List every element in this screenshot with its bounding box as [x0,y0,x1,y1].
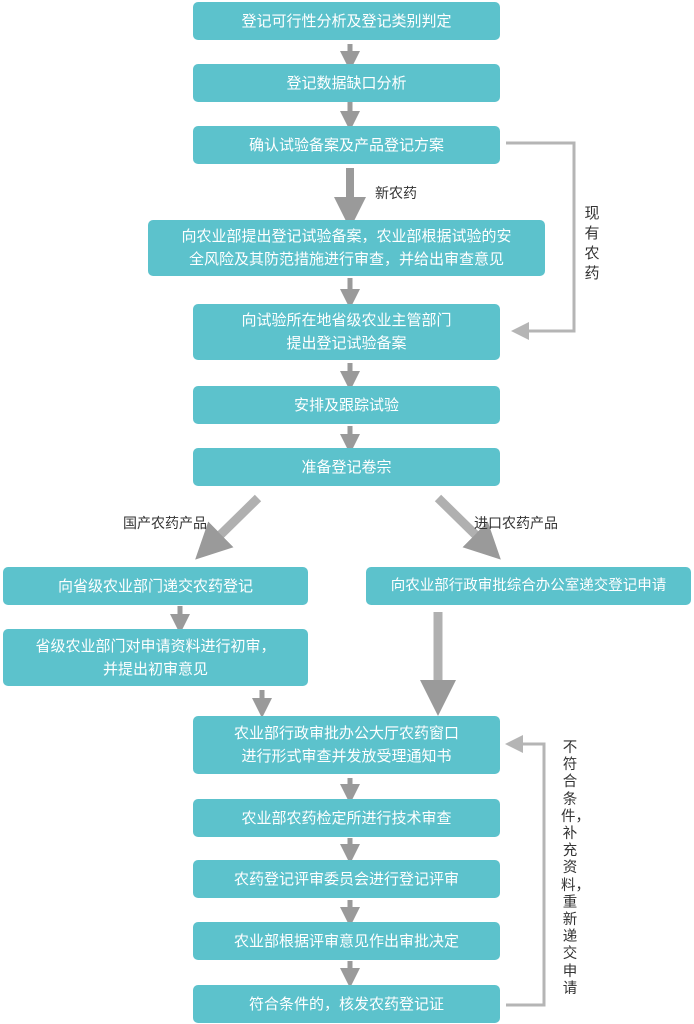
loop-back-line [505,735,546,1007]
step-prepare-dossier: 准备登记卷宗 [193,448,500,486]
step-provincial-review: 省级农业部门对申请资料进行初审， 并提出初审意见 [3,629,308,686]
arrow-imported [434,494,501,560]
step-feasibility: 登记可行性分析及登记类别判定 [193,2,500,40]
step-technical-review: 农业部农药检定所进行技术审查 [193,799,500,837]
step-import-submit: 向农业部行政审批综合办公室递交登记申请 [366,567,691,605]
label-domestic: 国产农药产品 [123,516,207,532]
step-approval-decision: 农业部根据评审意见作出审批决定 [193,922,500,960]
step-committee-review: 农药登记评审委员会进行登记评审 [193,860,500,898]
label-existing-pesticide: 现有农药 [584,204,600,282]
step-issue-certificate: 符合条件的，核发农药登记证 [193,985,500,1023]
label-loop-back: 不符合条件，补充资料，重新递交申请 [561,740,590,997]
step-confirm-plan: 确认试验备案及产品登记方案 [193,126,500,164]
step-window-acceptance: 农业部行政审批办公大厅农药窗口 进行形式审查并发放受理通知书 [193,716,500,774]
step-ministry-filing: 向农业部提出登记试验备案，农业部根据试验的安 全风险及其防范措施进行审查，并给出… [148,220,545,276]
step-arrange-trials: 安排及跟踪试验 [193,386,500,424]
step-data-gap: 登记数据缺口分析 [193,64,500,102]
step-provincial-submit: 向省级农业部门递交农药登记 [3,567,308,605]
step-provincial-filing: 向试验所在地省级农业主管部门 提出登记试验备案 [193,304,500,360]
bypass-existing [506,141,576,340]
label-imported: 进口农药产品 [474,516,558,532]
label-new-pesticide: 新农药 [375,186,417,202]
arrow-domestic [195,494,262,560]
